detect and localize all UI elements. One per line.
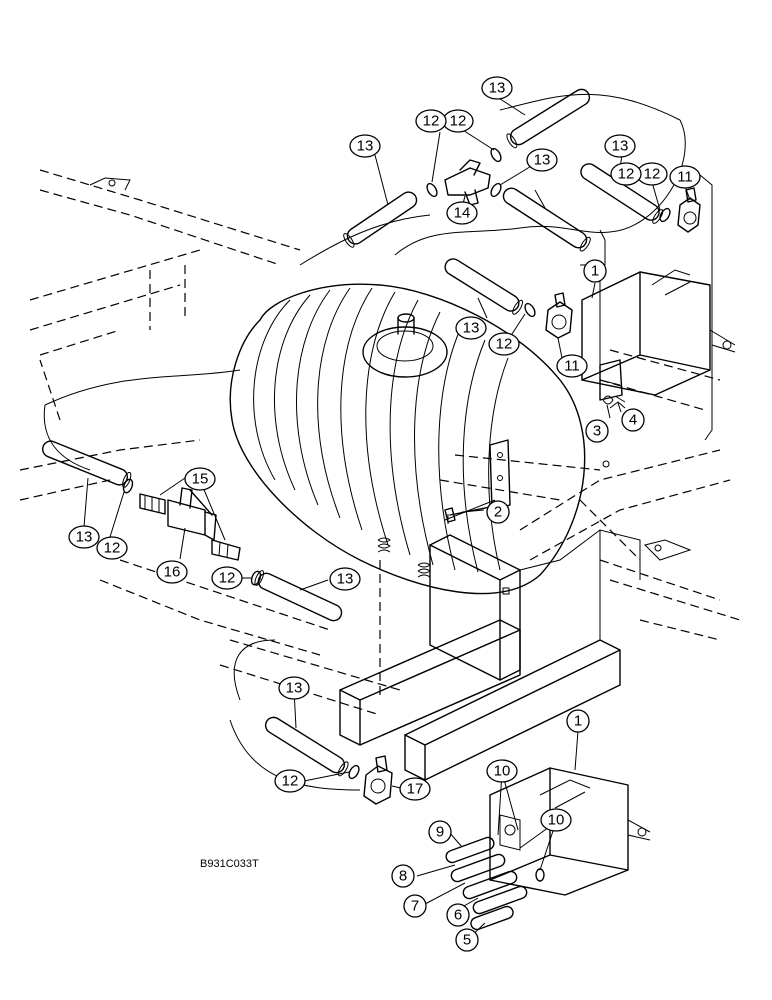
callout-2: 2 bbox=[486, 500, 510, 524]
callout-number: 5 bbox=[463, 932, 471, 949]
callout-number: 8 bbox=[399, 868, 407, 885]
pump-assembly-lower bbox=[489, 767, 651, 896]
callout-number: 13 bbox=[463, 320, 480, 337]
hose-clamp-parts bbox=[602, 395, 626, 405]
spray-tank bbox=[229, 283, 586, 595]
callout-5: 5 bbox=[455, 928, 479, 952]
callout-12: 12 bbox=[442, 109, 474, 133]
callout-1: 1 bbox=[566, 709, 590, 733]
adapter-fitting-15-left bbox=[139, 493, 166, 515]
callout-number: 7 bbox=[411, 898, 419, 915]
callout-12: 12 bbox=[488, 332, 520, 356]
hose-routing-outlines bbox=[43, 93, 713, 791]
callout-number: 4 bbox=[629, 412, 637, 429]
tee-fitting-14 bbox=[444, 159, 491, 206]
callout-11: 11 bbox=[669, 165, 701, 189]
callout-13: 13 bbox=[526, 148, 558, 172]
callout-number: 17 bbox=[407, 781, 424, 798]
callout-number: 11 bbox=[677, 169, 693, 186]
ball-valve-16 bbox=[167, 487, 217, 541]
callout-number: 12 bbox=[618, 166, 635, 183]
callout-number: 2 bbox=[494, 504, 502, 521]
o-rings bbox=[122, 147, 671, 780]
callout-number: 13 bbox=[337, 571, 354, 588]
callout-6: 6 bbox=[446, 903, 470, 927]
callout-number: 13 bbox=[76, 529, 93, 546]
callout-13: 13 bbox=[278, 676, 310, 700]
tank-stand bbox=[339, 529, 641, 781]
callout-number: 12 bbox=[104, 540, 121, 557]
callout-number: 9 bbox=[436, 824, 444, 841]
pump-assembly-upper bbox=[581, 269, 736, 409]
callout-10: 10 bbox=[540, 808, 572, 832]
callout-14: 14 bbox=[446, 201, 478, 225]
callout-number: 1 bbox=[591, 263, 599, 280]
callout-number: 12 bbox=[496, 336, 513, 353]
callout-3: 3 bbox=[585, 419, 609, 443]
frame-rails bbox=[19, 169, 741, 716]
callout-number: 13 bbox=[534, 152, 551, 169]
callout-11: 11 bbox=[556, 354, 588, 378]
callout-12: 12 bbox=[211, 566, 243, 590]
callout-13: 13 bbox=[481, 76, 513, 100]
callout-number: 13 bbox=[489, 80, 506, 97]
callout-number: 12 bbox=[644, 166, 661, 183]
callout-9: 9 bbox=[428, 820, 452, 844]
callout-12: 12 bbox=[415, 109, 447, 133]
adapter-fitting-15-right bbox=[211, 539, 241, 561]
callout-16: 16 bbox=[156, 560, 188, 584]
elbow-fitting-11-top bbox=[677, 187, 701, 233]
callout-number: 12 bbox=[282, 773, 299, 790]
callout-number: 13 bbox=[357, 138, 374, 155]
callout-13: 13 bbox=[604, 134, 636, 158]
callout-number: 1 bbox=[574, 713, 582, 730]
callout-number: 14 bbox=[454, 205, 471, 222]
callout-17: 17 bbox=[399, 777, 431, 801]
callout-13: 13 bbox=[455, 316, 487, 340]
callout-number: 12 bbox=[219, 570, 236, 587]
callout-number: 12 bbox=[450, 113, 467, 130]
callout-number: 3 bbox=[593, 423, 601, 440]
callout-12: 12 bbox=[96, 536, 128, 560]
callout-10: 10 bbox=[486, 759, 518, 783]
callout-13: 13 bbox=[329, 567, 361, 591]
callout-number: 10 bbox=[548, 812, 565, 829]
callout-1: 1 bbox=[583, 259, 607, 283]
small-hoses bbox=[445, 836, 545, 931]
callout-13: 13 bbox=[68, 525, 100, 549]
callout-number: 15 bbox=[192, 471, 209, 488]
figure-reference-code: B931C033T bbox=[200, 858, 259, 870]
callout-4: 4 bbox=[621, 408, 645, 432]
callout-12: 12 bbox=[274, 769, 306, 793]
callout-13: 13 bbox=[349, 134, 381, 158]
elbow-fitting-17 bbox=[363, 755, 393, 805]
callout-number: 11 bbox=[564, 358, 580, 375]
callout-number: 12 bbox=[423, 113, 440, 130]
callout-7: 7 bbox=[403, 894, 427, 918]
callout-number: 16 bbox=[164, 564, 181, 581]
mount-springs bbox=[377, 537, 431, 578]
callout-number: 6 bbox=[454, 907, 462, 924]
callout-number: 10 bbox=[494, 763, 511, 780]
callout-number: 13 bbox=[612, 138, 629, 155]
elbow-fitting-11-mid bbox=[545, 292, 573, 339]
fittings bbox=[139, 159, 701, 805]
callout-8: 8 bbox=[391, 864, 415, 888]
callout-number: 13 bbox=[286, 680, 303, 697]
callout-12: 12 bbox=[610, 162, 642, 186]
callout-15: 15 bbox=[184, 467, 216, 491]
